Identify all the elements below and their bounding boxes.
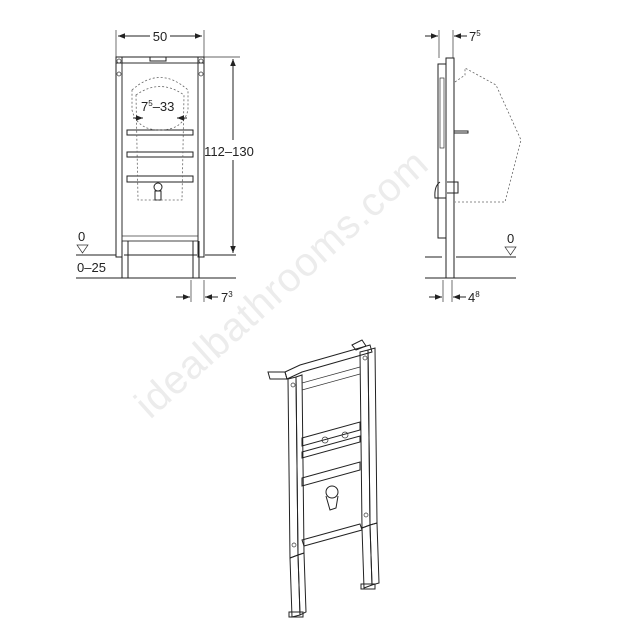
floor-range-label: 0–25 xyxy=(77,260,106,275)
isometric-frame-view xyxy=(267,339,380,618)
bowl-range-dimension: 75–33 xyxy=(141,99,174,114)
leg-offset-dimension: 73 xyxy=(221,290,233,305)
side-level-marker-icon xyxy=(504,246,517,256)
width-dimension: 50 xyxy=(153,29,167,44)
side-level-zero-label: 0 xyxy=(507,231,514,246)
side-view: 75 0 48 xyxy=(425,29,522,305)
watermark: idealbathrooms.com xyxy=(127,141,437,427)
height-dimension: 112–130 xyxy=(204,144,254,159)
front-view: 50 75–33 112–130 0 xyxy=(76,29,254,305)
depth-bottom-dimension: 48 xyxy=(468,290,480,305)
depth-top-dimension: 75 xyxy=(469,29,481,44)
level-zero-label: 0 xyxy=(78,229,85,244)
level-marker-icon xyxy=(76,244,89,254)
